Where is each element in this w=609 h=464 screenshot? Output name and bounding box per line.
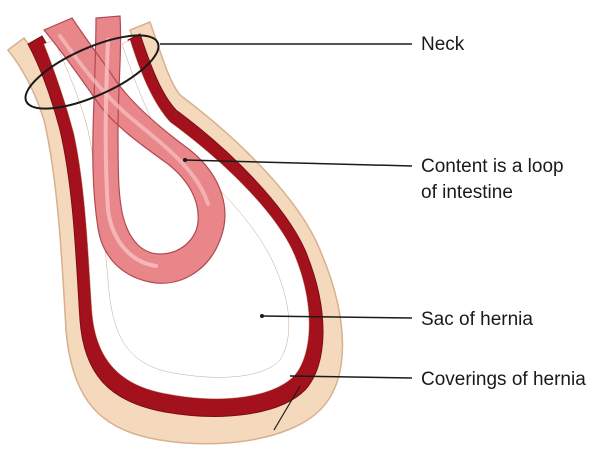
sac-pointer-line <box>262 316 412 318</box>
sac-pointer-dot <box>260 314 264 318</box>
content-label-line1: Content is a loop <box>421 154 564 180</box>
coverings-label: Coverings of hernia <box>421 367 586 393</box>
content-label-line2: of intestine <box>421 180 564 206</box>
content-label: Content is a loop of intestine <box>421 154 564 206</box>
sac-label: Sac of hernia <box>421 307 533 333</box>
neck-label: Neck <box>421 32 464 58</box>
content-pointer-dot <box>183 158 187 162</box>
